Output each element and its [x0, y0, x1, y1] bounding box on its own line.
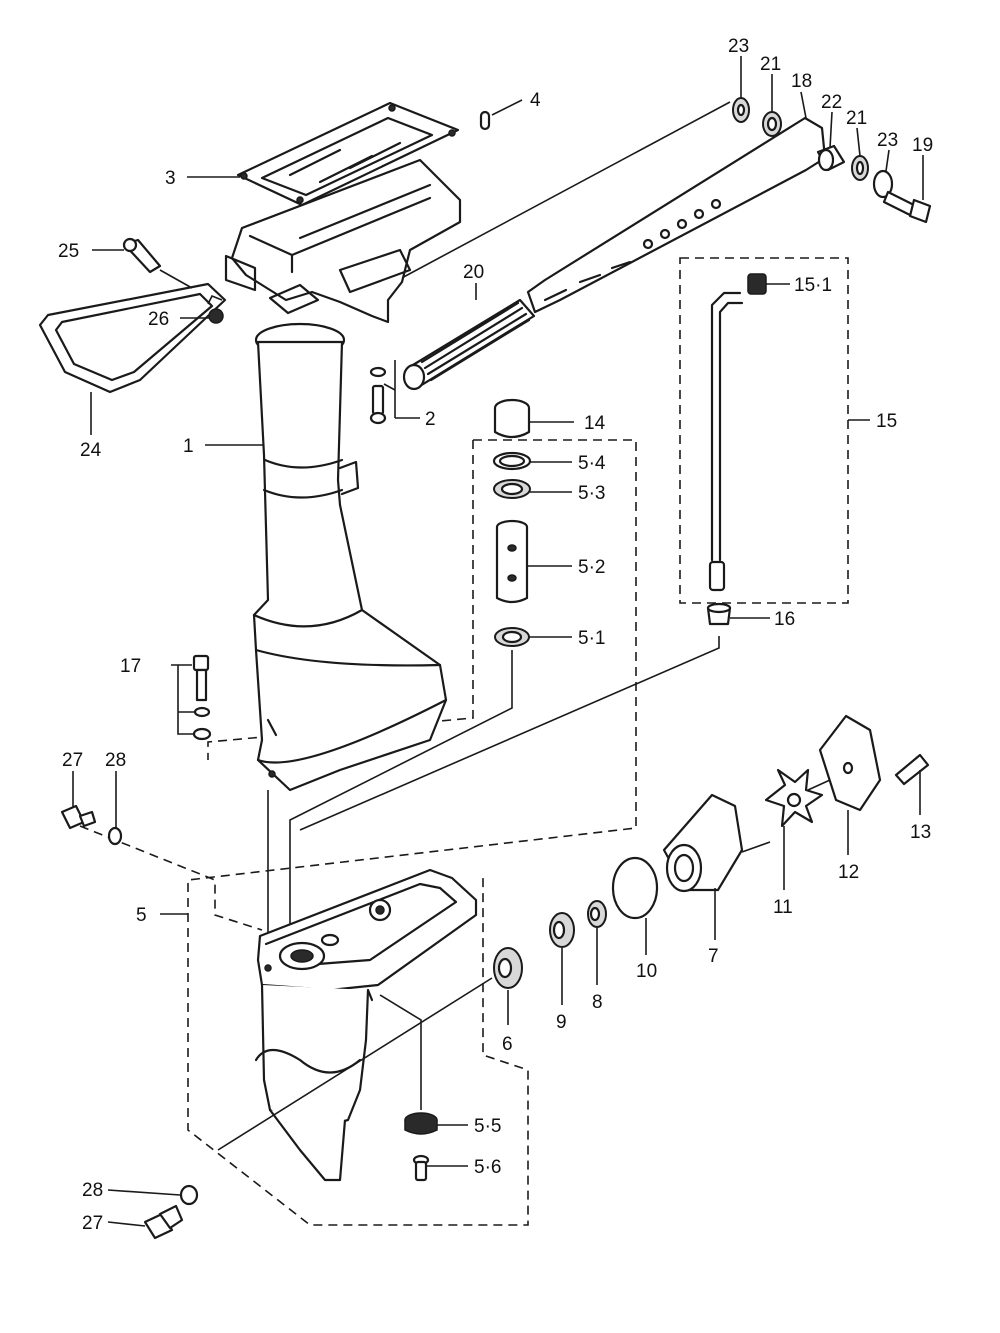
washer-28-upper — [107, 826, 123, 846]
callout-5: 5 — [136, 905, 147, 926]
callout-18: 18 — [791, 71, 812, 92]
screw-5-6 — [412, 1154, 430, 1182]
callout-21-lower: 21 — [846, 108, 867, 129]
plug-27-upper — [60, 804, 97, 830]
callout-4: 4 — [530, 90, 541, 111]
callout-27-upper: 27 — [62, 750, 83, 771]
callout-5-6: 5·6 — [474, 1157, 501, 1178]
callout-2: 2 — [425, 409, 436, 430]
gear-case-5 — [254, 868, 478, 1182]
callout-26: 26 — [148, 309, 169, 330]
dashed-group-outlines — [79, 257, 849, 1226]
callout-19: 19 — [912, 135, 933, 156]
washer-23-upper — [732, 97, 750, 123]
plate-12 — [818, 714, 882, 812]
bearing-9 — [549, 912, 575, 948]
screw-13 — [894, 753, 930, 786]
bushing-21-upper — [762, 111, 782, 137]
callout-20: 20 — [463, 262, 484, 283]
collar-22 — [816, 144, 846, 172]
callout-labels: 1 2 3 4 5 5·1 5·2 5·3 5·4 5·5 5·6 6 7 8 … — [58, 36, 933, 1234]
callout-22: 22 — [821, 92, 842, 113]
callout-16: 16 — [774, 609, 795, 630]
callout-14: 14 — [584, 413, 606, 434]
callout-5-3: 5·3 — [578, 483, 605, 504]
callout-15: 15 — [876, 411, 897, 432]
grommet-16 — [706, 602, 732, 626]
grommet-15-1 — [747, 273, 767, 295]
callout-3: 3 — [165, 168, 176, 189]
seal-5-4 — [492, 451, 532, 471]
carry-handle-24 — [38, 282, 227, 394]
callout-6: 6 — [502, 1034, 513, 1055]
screw-26 — [208, 308, 224, 324]
callout-15-1: 15·1 — [794, 275, 832, 296]
upper-mount-bracket — [224, 158, 462, 324]
callout-10: 10 — [636, 961, 657, 982]
callout-17: 17 — [120, 656, 141, 677]
callout-24: 24 — [80, 440, 102, 461]
sleeve-5-2 — [495, 519, 529, 604]
grip-20 — [402, 298, 536, 391]
screw-25 — [122, 237, 162, 274]
callout-8: 8 — [592, 992, 603, 1013]
callout-23-lower: 23 — [877, 130, 898, 151]
washer-28-lower — [179, 1184, 199, 1206]
callout-5-5: 5·5 — [474, 1116, 501, 1137]
impeller-11 — [764, 768, 824, 828]
callout-5-2: 5·2 — [578, 557, 605, 578]
callout-7: 7 — [708, 946, 719, 967]
pump-housing-7 — [662, 793, 744, 893]
bearing-5-3 — [493, 479, 531, 499]
callout-5-1: 5·1 — [578, 628, 605, 649]
seal-8 — [587, 900, 607, 928]
gasket-3 — [236, 101, 460, 207]
bolt-19 — [882, 190, 932, 224]
callout-11: 11 — [773, 897, 793, 918]
callout-leaders — [72, 56, 924, 1227]
callout-25: 25 — [58, 241, 79, 262]
washer-23-lower — [872, 169, 894, 199]
callout-5-4: 5·4 — [578, 453, 606, 474]
callout-27-lower: 27 — [82, 1213, 103, 1234]
callout-28-upper: 28 — [105, 750, 126, 771]
bolt-17 — [192, 654, 212, 741]
callout-1: 1 — [183, 436, 194, 457]
tiller-handle-18 — [526, 116, 827, 314]
callout-28-lower: 28 — [82, 1180, 103, 1201]
bushing-21-lower — [851, 155, 869, 181]
mount-5-5 — [404, 1112, 438, 1135]
bearing-5-1 — [494, 627, 530, 647]
callout-21-upper: 21 — [760, 54, 781, 75]
callout-9: 9 — [556, 1012, 567, 1033]
callout-12: 12 — [838, 862, 859, 883]
water-tube-15 — [708, 291, 744, 592]
dowel-pin-4 — [479, 110, 491, 131]
bearing-6 — [493, 947, 523, 989]
o-ring-10 — [611, 856, 659, 920]
drive-shaft-housing-1 — [252, 322, 720, 935]
callout-23-upper: 23 — [728, 36, 749, 57]
bolt-2 — [369, 366, 387, 425]
plug-27-lower — [143, 1204, 184, 1240]
callout-13: 13 — [910, 822, 931, 843]
bushing-14 — [493, 398, 531, 439]
